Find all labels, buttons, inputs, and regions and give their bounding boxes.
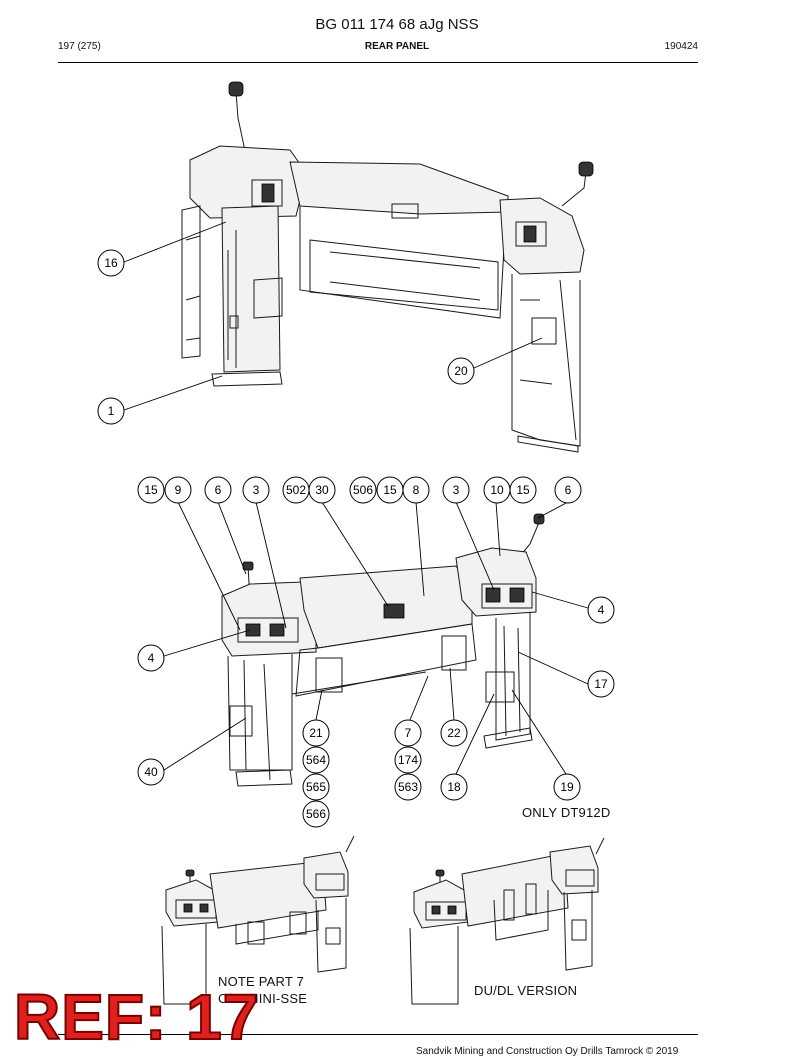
callout-506: 506 <box>349 476 377 504</box>
leader-4b <box>531 591 589 609</box>
svg-text:3: 3 <box>453 483 460 497</box>
callout-564: 564 <box>302 746 330 774</box>
leader-22 <box>449 667 455 721</box>
callout-10: 10 <box>483 476 511 504</box>
leader-16 <box>123 221 227 263</box>
callout-9: 9 <box>164 476 192 504</box>
callout-563: 563 <box>394 773 422 801</box>
callout-502: 502 <box>282 476 310 504</box>
svg-text:9: 9 <box>175 483 182 497</box>
callout-3: 3 <box>242 476 270 504</box>
du-dl-variant-drawing <box>409 837 605 1005</box>
callout-3: 3 <box>442 476 470 504</box>
svg-text:506: 506 <box>353 483 373 497</box>
callout-22: 22 <box>440 719 468 747</box>
callout-30: 30 <box>308 476 336 504</box>
callout-18: 18 <box>440 773 468 801</box>
svg-text:6: 6 <box>565 483 572 497</box>
callout-4: 4 <box>137 644 165 672</box>
rear-panel-assembly <box>221 513 545 787</box>
page-counter: 197 (275) <box>58 41 101 52</box>
document-title: BG 011 174 68 aJg NSS <box>315 16 479 33</box>
svg-text:565: 565 <box>306 780 326 794</box>
only-model-note: ONLY DT912D <box>522 805 611 820</box>
version-note: DU/DL VERSION <box>474 983 578 998</box>
svg-text:3: 3 <box>253 483 260 497</box>
leader-17 <box>517 651 589 685</box>
callout-21: 21 <box>302 719 330 747</box>
callout-4: 4 <box>587 596 615 624</box>
callout-6: 6 <box>204 476 232 504</box>
leader-6b <box>537 501 569 519</box>
svg-text:15: 15 <box>383 483 397 497</box>
callout-40: 40 <box>137 758 165 786</box>
leader-6a <box>217 501 247 575</box>
leader-9 <box>177 501 241 631</box>
svg-text:19: 19 <box>560 780 574 794</box>
callout-174: 174 <box>394 746 422 774</box>
leader-18 <box>455 693 495 775</box>
callout-6: 6 <box>554 476 582 504</box>
callout-566: 566 <box>302 800 330 828</box>
date-code: 190424 <box>664 41 698 52</box>
svg-text:18: 18 <box>447 780 461 794</box>
section-title: REAR PANEL <box>364 41 430 52</box>
svg-text:40: 40 <box>144 765 158 779</box>
leader-7 <box>409 675 429 721</box>
svg-text:6: 6 <box>215 483 222 497</box>
callout-15: 15 <box>137 476 165 504</box>
callout-19: 19 <box>553 773 581 801</box>
svg-text:30: 30 <box>315 483 329 497</box>
svg-text:174: 174 <box>398 753 418 767</box>
callout-17: 17 <box>587 670 615 698</box>
callout-7: 7 <box>394 719 422 747</box>
svg-text:22: 22 <box>447 726 461 740</box>
leader-3b <box>455 501 495 591</box>
note-mini-sse: C/W MINI-SSE <box>218 991 308 1006</box>
svg-text:563: 563 <box>398 780 418 794</box>
svg-text:21: 21 <box>309 726 323 740</box>
note-part-7: NOTE PART 7 <box>218 974 305 989</box>
leader-4a <box>163 629 251 657</box>
svg-text:4: 4 <box>148 651 155 665</box>
leader-20 <box>473 337 543 369</box>
svg-text:20: 20 <box>454 364 468 378</box>
footer-copyright: Sandvik Mining and Construction Oy Drill… <box>416 1046 679 1057</box>
svg-text:1: 1 <box>108 404 115 418</box>
callout-20: 20 <box>447 357 475 385</box>
leader-8 <box>415 501 425 597</box>
callout-565: 565 <box>302 773 330 801</box>
callout-15: 15 <box>509 476 537 504</box>
svg-text:8: 8 <box>413 483 420 497</box>
leader-30 <box>321 501 389 607</box>
leader-3a <box>255 501 287 629</box>
leader-21 <box>315 689 323 721</box>
leader-40 <box>163 717 247 771</box>
header-rule <box>58 62 698 63</box>
ref-watermark: REF: 17 <box>13 981 260 1053</box>
svg-text:15: 15 <box>516 483 530 497</box>
callout-8: 8 <box>402 476 430 504</box>
svg-text:502: 502 <box>286 483 306 497</box>
rear-frame-assembly <box>181 81 594 453</box>
svg-text:10: 10 <box>490 483 504 497</box>
footer-rule <box>58 1034 698 1035</box>
leader-19 <box>511 689 567 775</box>
callout-15: 15 <box>376 476 404 504</box>
callout-16: 16 <box>97 249 125 277</box>
mini-sse-variant-drawing <box>161 835 355 1005</box>
leader-10 <box>495 501 501 557</box>
svg-text:564: 564 <box>306 753 326 767</box>
svg-text:4: 4 <box>598 603 605 617</box>
leader-1 <box>123 375 223 411</box>
svg-text:15: 15 <box>144 483 158 497</box>
callout-1: 1 <box>97 397 125 425</box>
svg-text:566: 566 <box>306 807 326 821</box>
svg-text:7: 7 <box>405 726 412 740</box>
svg-text:16: 16 <box>104 256 118 270</box>
svg-text:17: 17 <box>594 677 608 691</box>
